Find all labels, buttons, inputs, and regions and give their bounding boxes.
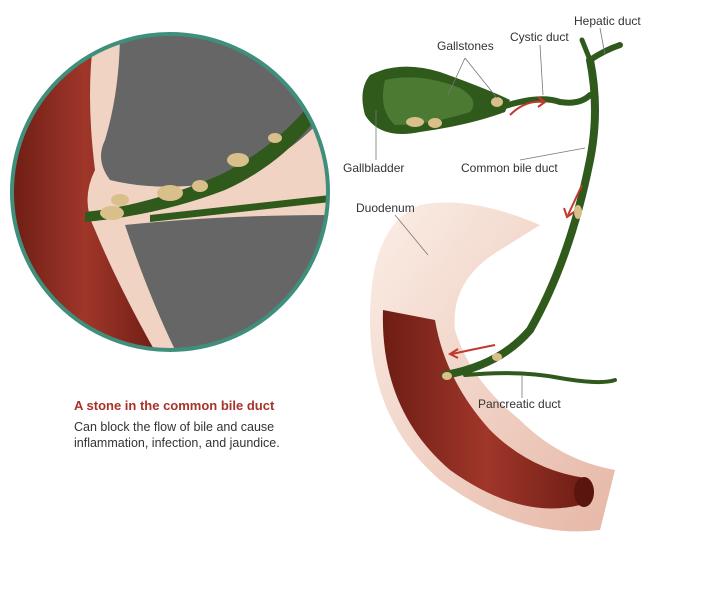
stone (268, 133, 282, 143)
stone (574, 205, 582, 219)
stone (192, 180, 208, 192)
caption-body: Can block the flow of bile and cause inf… (74, 420, 280, 450)
label-cystic-duct: Cystic duct (510, 30, 569, 44)
pancreatic-duct-magnified (150, 195, 328, 222)
pancreatic-duct (463, 371, 617, 385)
stone (157, 185, 183, 201)
stone (227, 153, 249, 167)
leader-lines (375, 27, 606, 398)
label-common-bile-duct: Common bile duct (461, 161, 558, 175)
magnified-view (12, 34, 328, 350)
label-gallbladder: Gallbladder (343, 161, 405, 175)
label-gallstones: Gallstones (437, 39, 494, 53)
intestine-wall (12, 34, 160, 350)
stone (406, 117, 424, 127)
label-duodenum: Duodenum (356, 201, 415, 215)
stone (428, 118, 442, 128)
label-hepatic-duct: Hepatic duct (574, 14, 641, 28)
duodenum (370, 202, 615, 532)
caption-title: A stone in the common bile duct (74, 398, 275, 413)
stone (111, 194, 129, 206)
label-pancreatic-duct: Pancreatic duct (478, 397, 561, 411)
stone (492, 353, 502, 361)
stone (100, 206, 124, 220)
duodenum-interior (382, 310, 589, 509)
stone (442, 372, 452, 380)
flow-arrows (447, 96, 583, 359)
magnifier-ring (10, 32, 330, 352)
cystic-duct (502, 92, 593, 109)
hepatic-duct (587, 42, 623, 63)
stone (491, 97, 503, 107)
